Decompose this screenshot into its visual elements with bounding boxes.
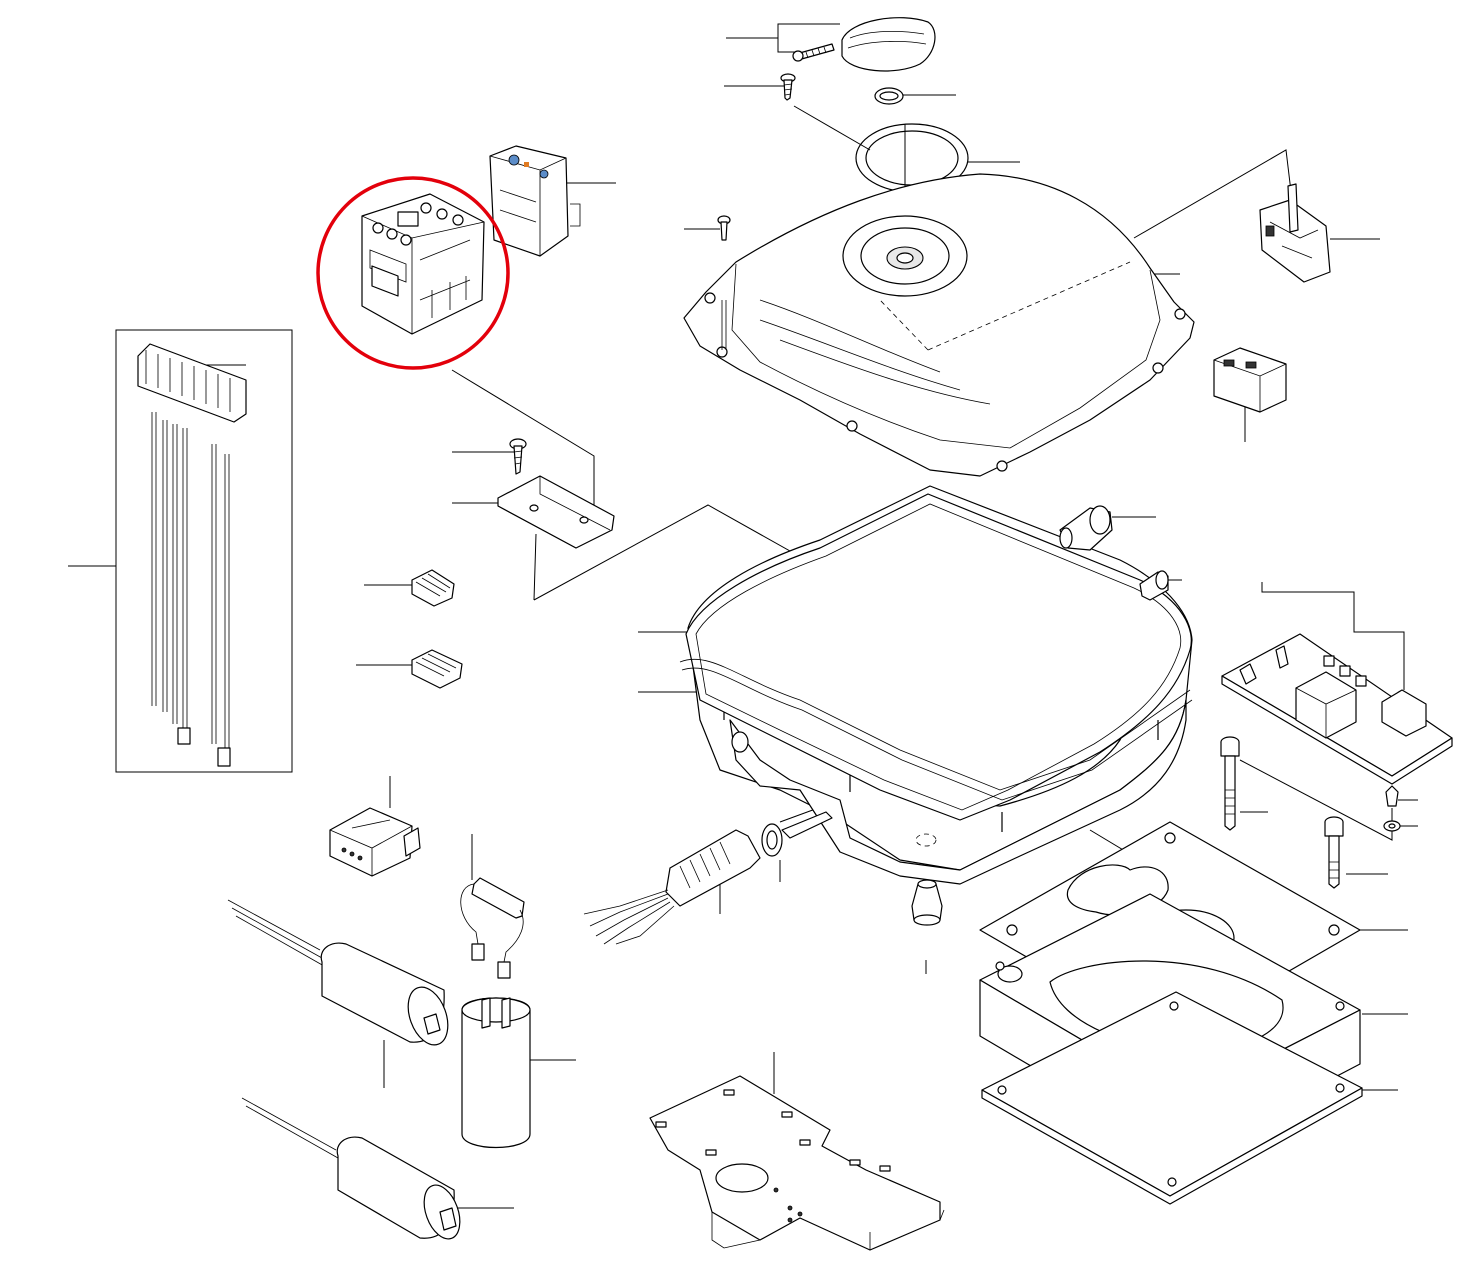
thermal-overload-relay [489,145,581,257]
motor-wires [583,889,675,945]
rubber-foot [911,879,943,926]
short-bolt [1324,816,1344,889]
cable-grommet-small [1139,570,1169,601]
highlight-circle [316,176,510,370]
large-o-ring [793,105,969,210]
terminal-connector-1 [411,569,455,607]
base-plate [981,991,1363,1205]
din-rail [497,475,615,549]
contactor [361,193,485,335]
terminal-connector-2 [411,649,463,689]
circuit-board [1221,633,1453,785]
pcb-standoff [1383,785,1401,832]
leader-lines [68,23,1418,1209]
cover-screw-top [780,73,796,101]
mounting-bracket [649,1075,945,1251]
enclosure-cover [683,173,1195,477]
run-capacitor-large [227,899,449,1046]
knob-screw [792,43,835,62]
small-o-ring [874,87,904,105]
wiring-kit [115,329,293,773]
start-capacitor [461,997,531,1148]
cable-grommet-large [1059,505,1113,551]
auxiliary-relay [329,807,421,877]
lower-gasket [679,658,1193,801]
cover-knob [841,17,936,72]
cover-screw-left [717,215,731,350]
mounting-screw [509,438,527,475]
cable-gland [665,811,833,907]
long-bolt [1220,736,1240,831]
outer-gasket [685,493,1192,821]
resistor-assembly [460,877,525,979]
run-capacitor-small [241,1097,461,1240]
small-relay [1213,347,1287,413]
limit-switch [1259,183,1331,283]
